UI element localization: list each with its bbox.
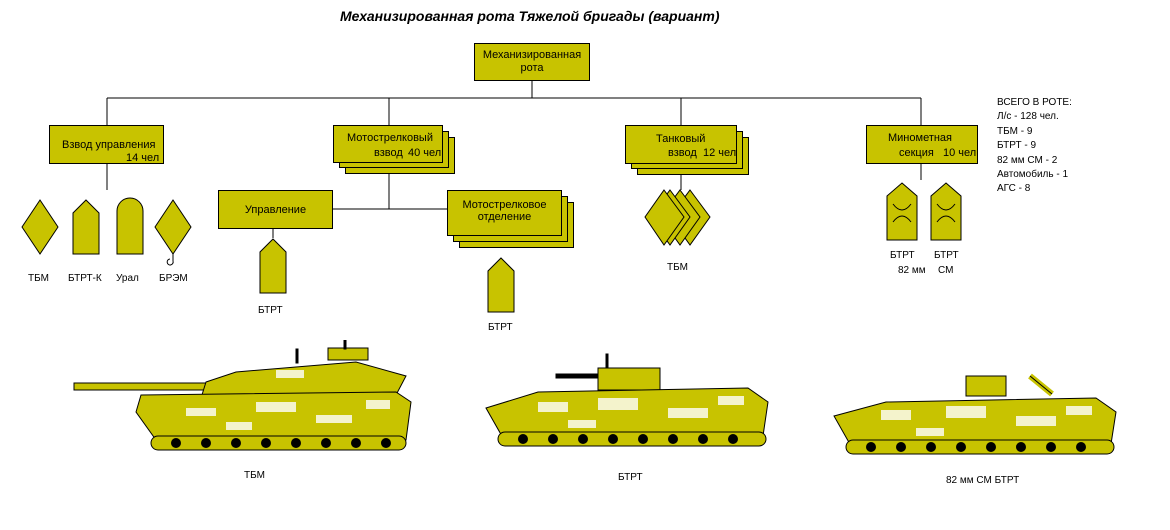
btrt-squad-label: БТРТ — [488, 322, 513, 333]
btrt-vehicle-caption: БТРТ — [618, 472, 643, 483]
company-line1: Механизированная — [482, 49, 582, 61]
mortar-section-name: Минометная — [888, 132, 953, 144]
summary-line: АГС - 8 — [997, 183, 1031, 195]
summary-line: Л/с - 128 чел. — [997, 111, 1059, 123]
motor-platoon-count: 40 чел — [408, 147, 442, 159]
mortar1-sub-label: 82 мм — [898, 265, 926, 276]
btrt-k-label: БТРТ-К — [68, 273, 102, 284]
btrt-vehicle-image — [485, 353, 769, 447]
tbm-group-diamond-icon — [644, 189, 711, 246]
summary-line: 82 мм СМ - 2 — [997, 154, 1058, 166]
squad-line2: отделение — [477, 211, 532, 223]
mortar-vehicle-caption: 82 мм СМ БТРТ — [946, 475, 1020, 486]
control-platoon-name: Взвод управления — [62, 139, 156, 151]
squad-line1: Мотострелковое — [462, 199, 547, 211]
mortar1-label: БТРТ — [890, 250, 915, 261]
tbm-diamond-icon — [21, 199, 59, 255]
tbm-vehicle-image — [73, 340, 412, 451]
tbm-label: ТБМ — [28, 273, 50, 284]
tank-platoon-sub: взвод — [668, 147, 697, 159]
btrt-control-label: БТРТ — [258, 305, 283, 316]
mortar-btrt-82-symbol-icon — [886, 182, 918, 241]
mortar-btrt-sm-symbol-icon — [930, 182, 962, 241]
motor-platoon-box: Мотострелковый взвод 40 чел — [333, 125, 443, 163]
tank-platoon-name: Танковый — [656, 133, 706, 145]
mortar2-label: БТРТ — [934, 250, 959, 261]
control-platoon-count: 14 чел — [126, 152, 160, 164]
btrt-squad-symbol-icon — [487, 257, 515, 313]
tbm-vehicle-caption: ТБМ — [244, 470, 266, 481]
mortar-section-count: 10 чел — [943, 147, 977, 159]
btrt-control-symbol-icon — [259, 238, 287, 294]
mortar2-sub-label: СМ — [938, 265, 954, 276]
tbm-tank-label: ТБМ — [667, 262, 689, 273]
summary-line: ТБМ - 9 — [997, 125, 1033, 137]
summary-line: Автомобиль - 1 — [997, 169, 1069, 181]
brem-symbol-icon — [154, 199, 192, 266]
mortar-section-sub: секция — [899, 147, 934, 159]
ural-label: Урал — [116, 273, 139, 284]
control-section-label: Управление — [244, 204, 307, 216]
mortar-btrt-vehicle-image — [833, 373, 1117, 455]
squad-box: Мотострелковое отделение — [447, 190, 562, 236]
motor-platoon-sub: взвод — [374, 147, 403, 159]
tank-platoon-count: 12 чел — [703, 147, 737, 159]
company-box: Механизированная рота — [474, 43, 590, 81]
control-section-box: Управление — [218, 190, 333, 229]
mortar-section-box: Минометная секция 10 чел — [866, 125, 978, 164]
company-summary: ВСЕГО В РОТЕ: Л/с - 128 чел. ТБМ - 9 БТР… — [997, 96, 1072, 197]
btrt-k-symbol-icon — [72, 199, 100, 255]
ural-truck-symbol-icon — [116, 197, 144, 255]
summary-line: ВСЕГО В РОТЕ: — [997, 97, 1072, 108]
company-line2: рота — [520, 62, 544, 74]
summary-line: БТРТ - 9 — [997, 140, 1036, 152]
brem-label: БРЭМ — [159, 273, 188, 284]
diagram-title: Механизированная рота Тяжелой бригады (в… — [340, 8, 720, 24]
tank-platoon-box: Танковый взвод 12 чел — [625, 125, 737, 164]
motor-platoon-name: Мотострелковый — [347, 132, 433, 144]
control-platoon-box: Взвод управления 14 чел — [49, 125, 164, 164]
